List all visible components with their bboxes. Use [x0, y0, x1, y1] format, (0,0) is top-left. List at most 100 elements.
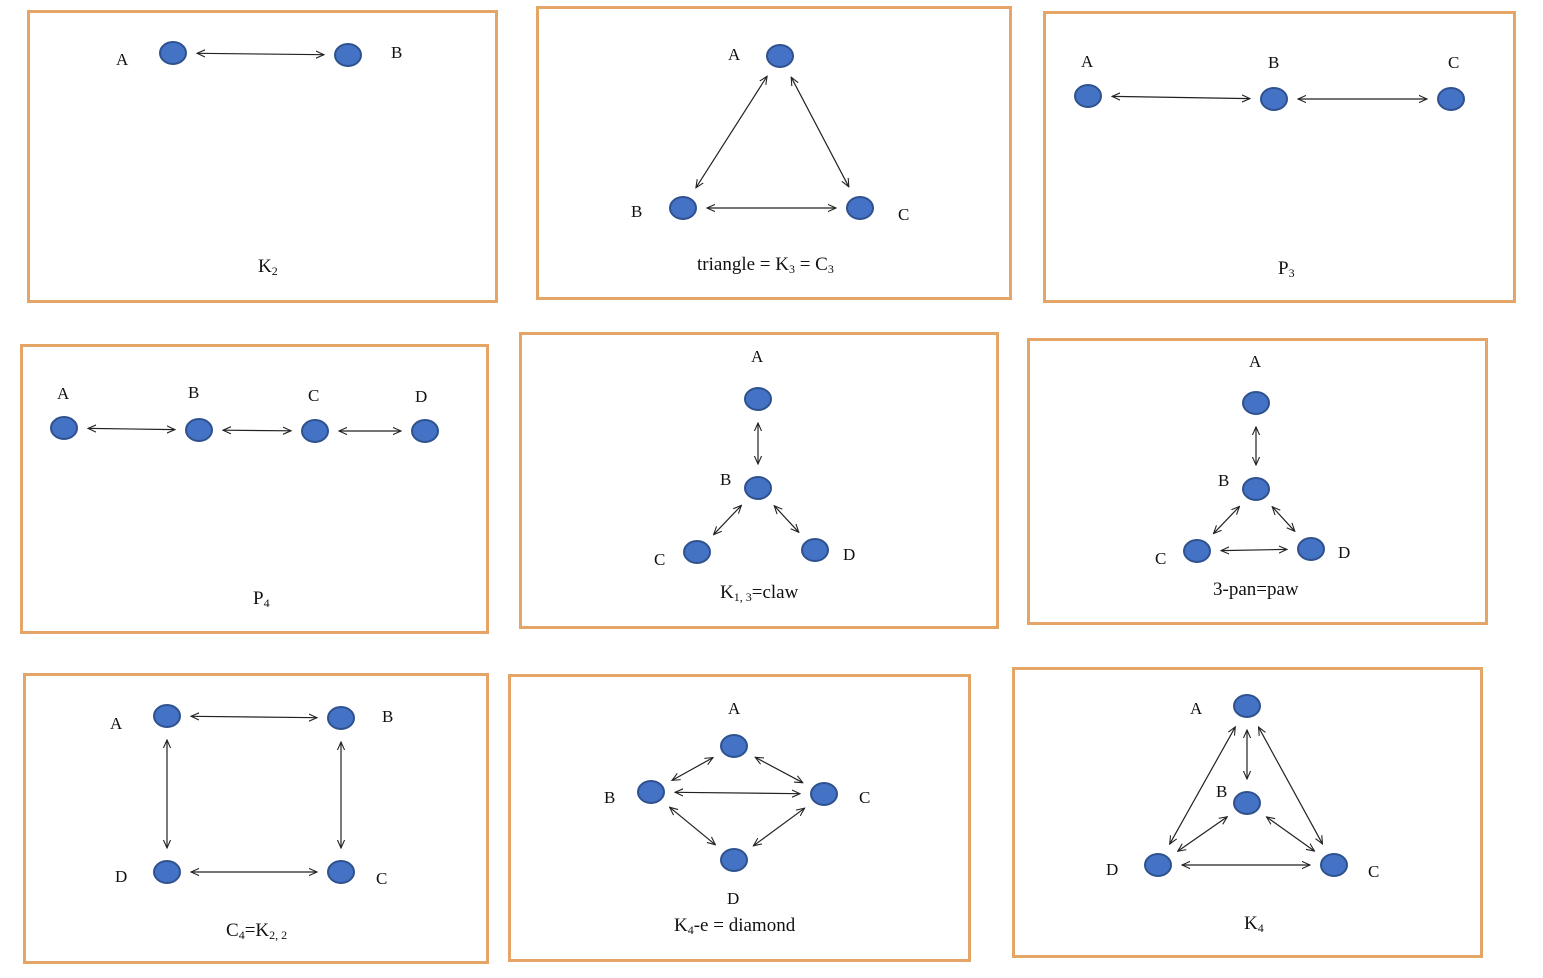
caption-diamond-base: K: [674, 915, 688, 936]
caption-p4-base: P: [253, 588, 264, 609]
node-diamond-A: [720, 734, 748, 758]
node-c4-D: [153, 860, 181, 884]
node-p4-D: [411, 419, 439, 443]
caption-claw-sub: 1, 3: [733, 590, 752, 604]
node-label-c4-A: A: [110, 714, 123, 733]
caption-diamond-sub: 4: [687, 923, 694, 937]
node-label-p4-C: C: [308, 386, 320, 405]
node-label-c4-C: C: [376, 869, 388, 888]
panel-frame-claw: [519, 332, 999, 629]
node-label-paw-D: D: [1338, 543, 1351, 562]
node-k2-B: [334, 43, 362, 67]
caption-paw-base: 3-pan=paw: [1213, 579, 1299, 600]
caption-diamond-tail: -e = diamond: [693, 915, 796, 936]
edge-p4-A-B: [88, 428, 175, 429]
caption-k4-base: K: [1244, 913, 1258, 934]
node-k4-B: [1233, 791, 1261, 815]
caption-c4: C4=K2, 2: [226, 920, 287, 943]
edge-triangle-A-B: [696, 76, 767, 188]
caption-paw: 3-pan=paw: [1213, 579, 1299, 602]
node-paw-A: [1242, 391, 1270, 415]
node-claw-B: [744, 476, 772, 500]
caption-triangle-tail: = C: [794, 254, 828, 275]
edge-diamond-A-B: [672, 758, 713, 781]
caption-k2: K2: [258, 256, 278, 279]
panel-frame-triangle: [536, 6, 1012, 300]
node-p4-C: [301, 419, 329, 443]
node-label-k4-A: A: [1190, 699, 1203, 718]
node-label-paw-C: C: [1155, 549, 1167, 568]
caption-claw: K1, 3=claw: [720, 582, 798, 605]
node-p3-C: [1437, 87, 1465, 111]
node-diamond-C: [810, 782, 838, 806]
node-c4-A: [153, 704, 181, 728]
caption-triangle-sub: 3: [788, 262, 795, 276]
node-k2-A: [159, 41, 187, 65]
caption-c4-sub2: 2, 2: [269, 928, 288, 942]
node-label-diamond-A: A: [728, 699, 741, 718]
node-label-triangle-A: A: [728, 45, 741, 64]
caption-p3: P3: [1278, 258, 1295, 281]
caption-p4: P4: [253, 588, 270, 611]
node-p4-B: [185, 418, 213, 442]
node-label-p3-C: C: [1448, 53, 1460, 72]
node-diamond-B: [637, 780, 665, 804]
panel-frame-diamond: [508, 674, 971, 962]
caption-p4-sub: 4: [263, 596, 270, 610]
panel-frame-k4: [1012, 667, 1483, 958]
edge-diamond-A-C: [755, 757, 803, 782]
caption-k4-sub: 4: [1257, 921, 1264, 935]
edge-p4-B-C: [223, 430, 291, 431]
edge-paw-B-C: [1214, 506, 1240, 533]
node-diamond-D: [720, 848, 748, 872]
edge-diamond-C-D: [753, 808, 804, 846]
node-p3-A: [1074, 84, 1102, 108]
node-c4-B: [327, 706, 355, 730]
node-label-diamond-C: C: [859, 788, 871, 807]
caption-triangle-base: triangle = K: [697, 254, 789, 275]
node-k4-D: [1144, 853, 1172, 877]
node-label-c4-B: B: [382, 707, 394, 726]
caption-diamond: K4-e = diamond: [674, 915, 795, 938]
node-label-p3-A: A: [1081, 52, 1094, 71]
caption-k4: K4: [1244, 913, 1264, 936]
node-p3-B: [1260, 87, 1288, 111]
node-triangle-C: [846, 196, 874, 220]
edge-k4-A-D: [1170, 727, 1236, 844]
edge-k4-B-C: [1267, 817, 1315, 851]
caption-c4-sub: 4: [238, 928, 245, 942]
node-claw-A: [744, 387, 772, 411]
caption-p3-base: P: [1278, 258, 1289, 279]
node-p4-A: [50, 416, 78, 440]
edge-c4-A-B: [191, 716, 317, 717]
node-label-claw-D: D: [843, 545, 856, 564]
caption-triangle: triangle = K3 = C3: [697, 254, 834, 277]
node-k4-C: [1320, 853, 1348, 877]
edge-p3-A-B: [1112, 96, 1250, 98]
node-triangle-B: [669, 196, 697, 220]
edge-k4-A-C: [1259, 727, 1323, 844]
edge-diamond-B-D: [670, 807, 716, 845]
edge-triangle-A-C: [791, 77, 849, 187]
edge-paw-B-D: [1272, 507, 1295, 532]
panel-frame-k2: [27, 10, 498, 303]
caption-claw-base: K: [720, 582, 734, 603]
node-paw-B: [1242, 477, 1270, 501]
node-label-k2-A: A: [116, 50, 129, 69]
caption-k2-base: K: [258, 256, 272, 277]
edge-claw-B-D: [774, 506, 799, 533]
node-c4-C: [327, 860, 355, 884]
node-claw-D: [801, 538, 829, 562]
caption-claw-tail: =claw: [751, 582, 799, 603]
panel-frame-paw: [1027, 338, 1488, 625]
edge-claw-B-C: [714, 505, 742, 534]
panel-frame-c4: [23, 673, 489, 964]
node-label-diamond-B: B: [604, 788, 616, 807]
caption-p3-sub: 3: [1288, 266, 1295, 280]
node-paw-C: [1183, 539, 1211, 563]
node-label-diamond-D: D: [727, 889, 740, 908]
node-label-k4-C: C: [1368, 862, 1380, 881]
node-label-paw-A: A: [1249, 352, 1262, 371]
node-label-k2-B: B: [391, 43, 403, 62]
